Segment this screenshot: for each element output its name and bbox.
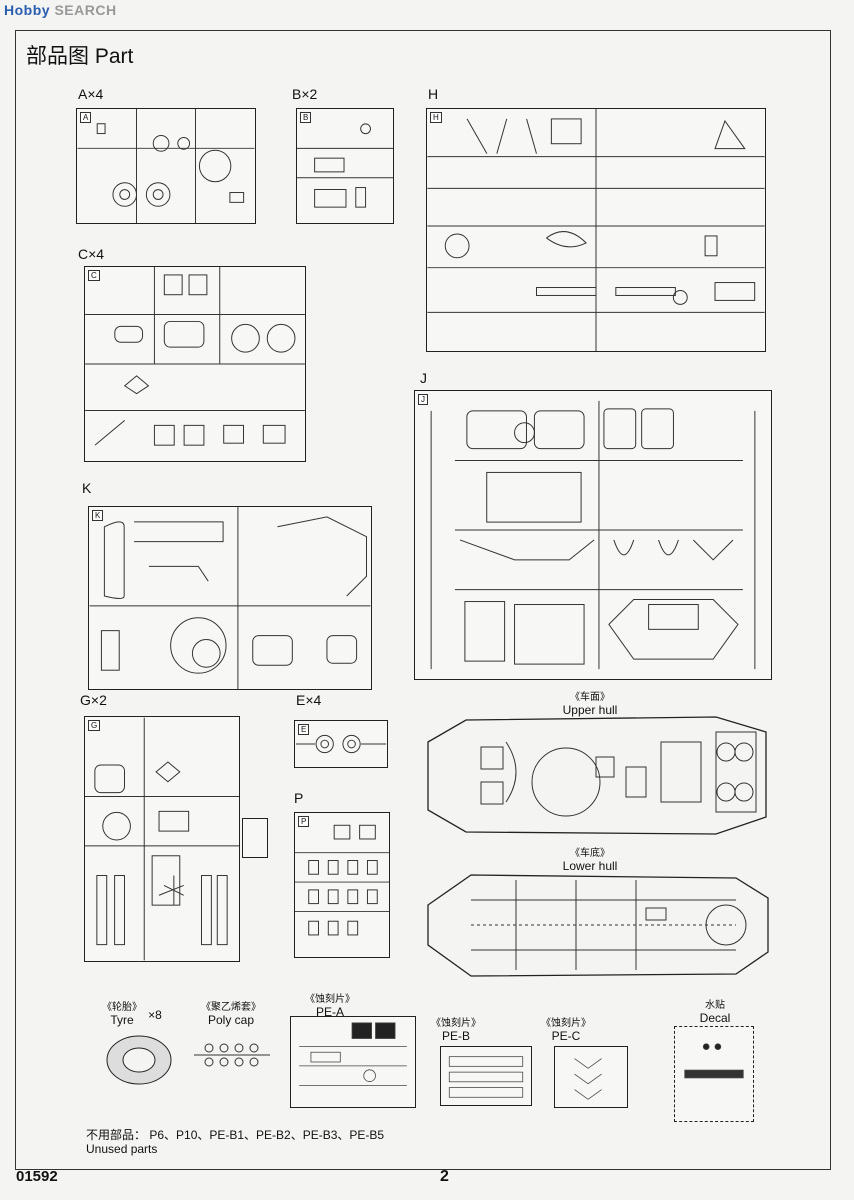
tyre-caption: 《轮胎》Tyre [102, 1002, 142, 1027]
tyre-icon [106, 1035, 172, 1085]
unused-parts-list: 不用部品： P6、P10、PE-B1、PE-B2、PE-B3、PE-B5 [86, 1128, 385, 1142]
lower-hull [427, 874, 769, 977]
tyre-qty: ×8 [148, 1008, 162, 1022]
sprue-c-label: C×4 [78, 246, 105, 262]
pe-b-caption: 《蚀刻片》PE-B [431, 1018, 481, 1043]
upper-hull [427, 716, 767, 835]
sprue-a-label: A×4 [78, 86, 104, 102]
sprue-j: J [414, 390, 772, 680]
sprue-p: P [294, 812, 390, 958]
unused-parts-label: Unused parts [86, 1142, 158, 1156]
sprue-j-label: J [420, 370, 427, 386]
page-number: 2 [440, 1168, 449, 1185]
sprue-h-label: H [428, 86, 439, 102]
upper-hull-caption: 《车面》Upper hull [562, 692, 618, 717]
product-code: 01592 [16, 1168, 58, 1185]
sprue-b-label: B×2 [292, 86, 318, 102]
sprue-e-label: E×4 [296, 692, 322, 708]
sprue-k-label: K [82, 480, 92, 496]
sprue-b: B [296, 108, 394, 224]
page-frame [15, 30, 831, 1170]
sprue-g: G [84, 716, 240, 962]
decal-sheet [674, 1026, 754, 1122]
pe-a-fret [290, 1016, 416, 1108]
polycap-icon [194, 1043, 270, 1067]
pe-a-caption: 《蚀刻片》PE-A [305, 994, 355, 1019]
lower-hull-caption: 《车底》Lower hull [562, 848, 618, 873]
sprue-h: H [426, 108, 766, 352]
sprue-a: A [76, 108, 256, 224]
page-title: 部品图 Part [26, 45, 134, 68]
sprue-c: C [84, 266, 306, 462]
pe-c-fret [554, 1046, 628, 1108]
polycap-caption: 《聚乙烯套》Poly cap [201, 1002, 261, 1027]
sprue-k: K [88, 506, 372, 690]
sprue-p-label: P [294, 790, 304, 806]
pe-c-caption: 《蚀刻片》PE-C [541, 1018, 591, 1043]
watermark: Hobby SEARCH [4, 2, 117, 18]
sprue-g-extra [242, 818, 268, 858]
pe-b-fret [440, 1046, 532, 1106]
sprue-e: E [294, 720, 388, 768]
sprue-g-label: G×2 [80, 692, 107, 708]
